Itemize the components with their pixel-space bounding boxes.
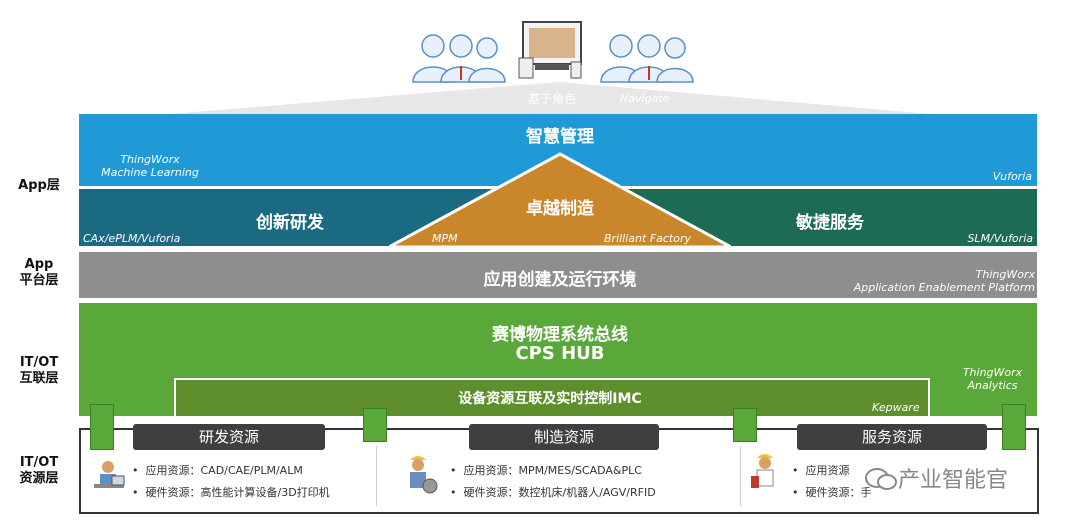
excellence-title: 卓越制造: [526, 199, 594, 219]
platform-band: [79, 252, 1037, 298]
resource-rd-app: • 应用资源：CAD/CAE/PLM/ALM: [132, 464, 303, 477]
resource-tab-manufacturing: 制造资源: [469, 424, 659, 450]
wechat-logo-icon: [865, 468, 897, 490]
engineer-desk-icon: [94, 461, 125, 488]
resource-mfg-hw-text: 硬件资源：数控机床/机器人/AGV/RFID: [463, 486, 656, 499]
roof-triangle: [170, 82, 930, 114]
innovation-title: 创新研发: [256, 213, 324, 233]
factory-worker-icon: [410, 456, 438, 494]
excellence-note-left: MPM: [432, 232, 458, 245]
platform-title: 应用创建及运行环境: [483, 270, 637, 290]
watermark-text: 产业智能官: [898, 468, 1009, 493]
service-worker-icon: [751, 454, 774, 488]
cps-hub-note: ThingWorx Analytics: [962, 366, 1023, 392]
imc-title: 设备资源互联及实时控制IMC: [458, 391, 642, 407]
cps-hub-title: 赛博物理系统总线: [492, 325, 628, 345]
user-group-left-icon: [412, 34, 506, 83]
user-group-right-icon: [600, 34, 694, 83]
resource-svc-hw: • 硬件资源：手: [792, 486, 872, 499]
excellence-triangle: [389, 152, 731, 248]
resource-tab-service: 服务资源: [797, 424, 987, 450]
agile-service-note: SLM/Vuforia: [967, 232, 1033, 245]
layer-label-itot-resource: IT/OT 资源层: [19, 455, 59, 486]
layer-label-itot-interconnect: IT/OT 互联层: [19, 355, 59, 386]
smart-management-note-left: ThingWorx Machine Learning: [101, 153, 199, 179]
resource-rd-hw: • 硬件资源：高性能计算设备/3D打印机: [132, 486, 330, 499]
resource-divider-2: [740, 446, 741, 506]
resource-divider-1: [376, 446, 377, 506]
resource-tab-rd: 研发资源: [133, 424, 325, 450]
resource-mfg-hw: • 硬件资源：数控机床/机器人/AGV/RFID: [450, 486, 656, 499]
excellence-note-right: Brilliant Factory: [604, 232, 692, 245]
layer-label-app: App层: [18, 178, 60, 193]
connector-post-1: [90, 404, 114, 450]
imc-band: [174, 378, 930, 418]
innovation-note: CAx/ePLM/Vuforia: [83, 232, 181, 245]
resource-mfg-app: • 应用资源：MPM/MES/SCADA&PLC: [450, 464, 642, 477]
resource-svc-hw-text: 硬件资源：手: [805, 486, 872, 499]
resource-rd-app-text: 应用资源：CAD/CAE/PLM/ALM: [145, 464, 303, 477]
monitor-icon: [518, 21, 582, 79]
resource-rd-hw-text: 硬件资源：高性能计算设备/3D打印机: [145, 486, 330, 499]
platform-note: ThingWorx Application Enablement Platfor…: [853, 268, 1035, 294]
resource-mfg-app-text: 应用资源：MPM/MES/SCADA&PLC: [463, 464, 642, 477]
connector-post-4: [1002, 404, 1026, 450]
navigate-label: Navigate: [620, 92, 670, 105]
resource-svc-app: • 应用资源: [792, 464, 850, 477]
role-based-label: 基于角色: [528, 92, 577, 106]
connector-post-2: [363, 408, 387, 442]
smart-management-note-right: Vuforia: [992, 170, 1032, 183]
agile-service-title: 敏捷服务: [796, 213, 864, 233]
smart-management-title: 智慧管理: [526, 127, 594, 147]
users-and-screen-illustration: [412, 21, 694, 83]
connector-post-3: [733, 408, 757, 442]
layer-label-app-platform: App 平台层: [19, 257, 59, 288]
imc-note: Kepware: [872, 401, 920, 414]
cps-hub-subtitle: CPS HUB: [515, 343, 605, 364]
resource-svc-app-text: 应用资源: [805, 464, 850, 477]
